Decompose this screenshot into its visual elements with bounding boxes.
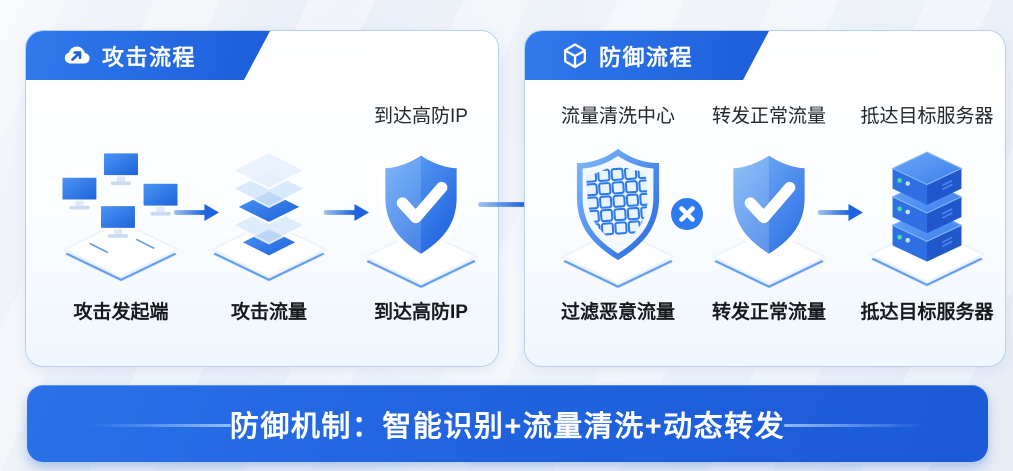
step-bottom-label: 到达高防IP	[374, 302, 468, 323]
step-top-label: 转发正常流量	[711, 106, 826, 127]
attack-flow-panel: 攻击流程	[25, 30, 499, 367]
defense-panel-header: 防御流程	[525, 31, 769, 80]
step-top-label: 到达高防IP	[374, 106, 468, 127]
step-forward-traffic: 转发正常流量 转发正常流量	[694, 105, 844, 324]
high-defense-shield-check-icon	[346, 131, 496, 291]
step-target-server: 抵达目标服务器	[852, 105, 1002, 324]
step-bottom-label: 抵达目标服务器	[860, 302, 994, 323]
step-bottom-label: 攻击发起端	[73, 302, 169, 323]
step-attack-traffic: 攻击流量	[194, 105, 344, 324]
cloud-attack-icon	[62, 43, 92, 68]
scrubbing-filter-shield-icon	[543, 131, 693, 291]
step-bottom-label: 转发正常流量	[711, 302, 826, 323]
attack-traffic-layers-icon	[194, 131, 344, 291]
target-server-stack-icon	[852, 131, 1002, 291]
defense-flow-panel: 防御流程 流量清洗中心	[524, 30, 1006, 367]
banner-deco-line-right	[784, 424, 926, 427]
step-bottom-label: 过滤恶意流量	[560, 302, 675, 323]
step-attack-origin: 攻击发起端	[46, 105, 196, 324]
forward-shield-check-icon	[694, 131, 844, 291]
defense-mechanism-text: 防御机制：智能识别+流量清洗+动态转发	[229, 410, 786, 443]
attack-panel-header: 攻击流程	[26, 31, 270, 80]
block-x-icon	[670, 197, 704, 231]
hexagon-shield-icon	[561, 42, 589, 70]
step-scrubbing-center: 流量清洗中心	[543, 105, 693, 324]
defense-mechanism-banner: 防御机制：智能识别+流量清洗+动态转发	[27, 385, 988, 462]
flow-arrow	[817, 204, 863, 221]
step-bottom-label: 攻击流量	[230, 302, 307, 323]
attacker-computers-icon	[46, 131, 196, 291]
step-top-label	[46, 105, 196, 131]
attack-panel-title: 攻击流程	[102, 44, 197, 70]
step-top-label: 抵达目标服务器	[860, 106, 994, 127]
step-top-label: 流量清洗中心	[560, 106, 675, 127]
flow-arrow	[173, 204, 219, 221]
banner-deco-line-left	[89, 424, 231, 427]
step-high-defense-ip: 到达高防IP 到达高防IP	[346, 105, 496, 324]
flow-arrow	[323, 204, 369, 221]
defense-panel-title: 防御流程	[599, 44, 694, 70]
step-top-label	[194, 105, 344, 131]
